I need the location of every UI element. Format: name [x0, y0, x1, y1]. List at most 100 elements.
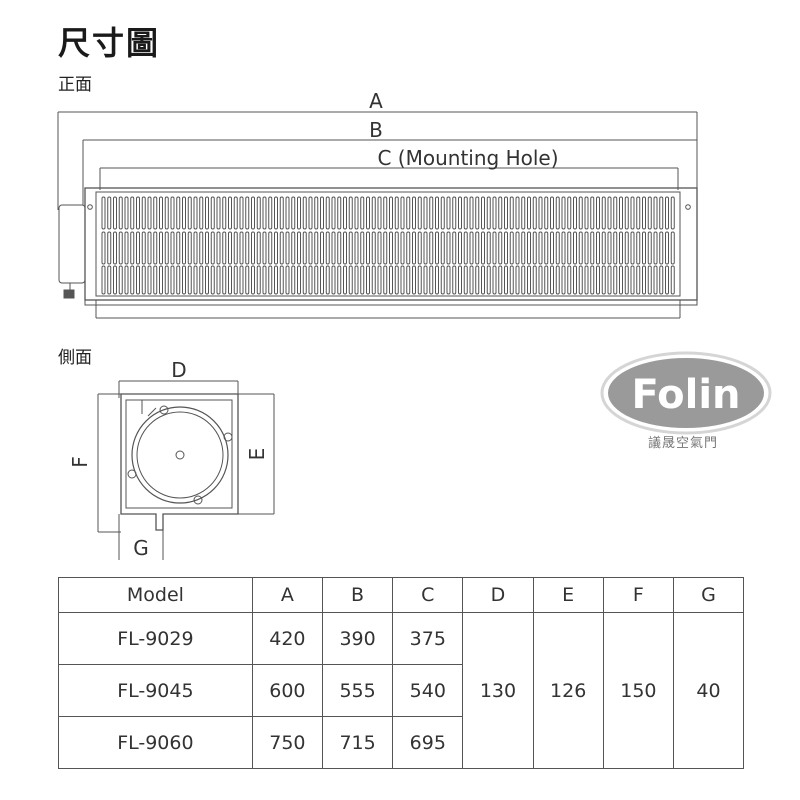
grille-slot [613, 231, 618, 265]
grille-slot [107, 265, 112, 295]
grille-slot [216, 196, 221, 230]
dimension-table: Model A B C D E F G FL-9029 420 390 375 … [58, 577, 745, 769]
side-housing [120, 393, 239, 531]
grille-slot [642, 265, 646, 295]
grille-slot [262, 196, 267, 230]
grille-slot [515, 196, 520, 230]
dim-label-f: F [68, 456, 92, 468]
grille-slot [141, 231, 146, 265]
front-view-label: 正面 [58, 75, 92, 95]
grille-slot [642, 231, 646, 265]
side-housing-inner [125, 399, 233, 509]
folin-logo: Folin [600, 351, 772, 435]
grille-slot [486, 196, 491, 230]
grille-slot [429, 231, 434, 265]
grille-slot [251, 231, 255, 265]
grille-slot [555, 231, 560, 265]
grille-slot [383, 196, 388, 230]
grille-slot [486, 231, 491, 265]
grille-slot [406, 196, 411, 230]
grille-slot [118, 231, 123, 265]
grille-slot [458, 231, 462, 265]
grille-slot [584, 231, 589, 265]
grille-slot [325, 231, 330, 265]
grille-slot [389, 231, 393, 265]
grille-slot [251, 196, 255, 230]
grille-slot [659, 196, 664, 230]
grille-slot [118, 265, 123, 295]
grille-slot [371, 196, 376, 230]
a-cell: 600 [251, 664, 323, 717]
grille-slot [147, 265, 152, 295]
grille-slot [136, 265, 140, 295]
grille-slot [630, 196, 635, 230]
grille-slot [400, 196, 405, 230]
front-grille-frame [95, 191, 681, 297]
grille-slot [498, 265, 503, 295]
grille-slot [325, 265, 330, 295]
grille-slot [446, 231, 451, 265]
grille-slot [239, 231, 244, 265]
grille-slot [463, 265, 468, 295]
grille-slot [124, 196, 129, 230]
front-view [57, 111, 698, 319]
grille-slot [619, 231, 623, 265]
grille-slot [647, 231, 652, 265]
grille-slot [412, 265, 416, 295]
grille-slot [573, 196, 577, 230]
col-f: F [602, 577, 674, 613]
grille-slot [417, 196, 422, 230]
b-cell: 715 [321, 716, 394, 769]
grille-slot [590, 231, 595, 265]
grille-slot [377, 265, 382, 295]
grille-slot [567, 265, 572, 295]
grille-slot [555, 196, 560, 230]
grille-slot [435, 196, 439, 230]
grille-slot [233, 196, 238, 230]
grille-slot [337, 196, 342, 230]
grille-slot [561, 231, 566, 265]
grille-slot [607, 231, 612, 265]
a-cell: 420 [251, 612, 323, 665]
grille-slot [205, 231, 209, 265]
model-cell: FL-9045 [58, 664, 253, 717]
grille-slot [544, 196, 549, 230]
d-cell: 130 [462, 612, 534, 769]
col-a: A [251, 577, 323, 613]
grille-slot [463, 196, 468, 230]
grille-slot [159, 265, 163, 295]
grille-slot [601, 231, 606, 265]
grille-slot [210, 196, 215, 230]
grille-slot [481, 231, 485, 265]
grille-slot [228, 196, 232, 230]
grille-slot [515, 265, 520, 295]
grille-slot [440, 265, 445, 295]
grille-slot [619, 196, 623, 230]
grille-slot [228, 265, 232, 295]
grille-slot [291, 196, 296, 230]
grille-slot [331, 265, 336, 295]
grille-slot [429, 265, 434, 295]
grille-slot [601, 265, 606, 295]
dim-label-c: C (Mounting Hole) [377, 146, 558, 170]
vent-mark [147, 407, 157, 417]
grille-slot [107, 196, 112, 230]
grille-slot [527, 196, 531, 230]
grille-slot [101, 196, 106, 230]
grille-slot [159, 231, 163, 265]
grille-slot [423, 231, 428, 265]
grille-slot [153, 265, 158, 295]
grille-slot [199, 231, 204, 265]
table-row: FL-9029 420 390 375 130 126 150 40 [58, 612, 745, 769]
table-header-row: Model A B C D E F G [58, 577, 745, 613]
fan-shaft [175, 450, 185, 460]
unit-base-edge [84, 299, 698, 306]
grille-slot [550, 265, 554, 295]
grille-slot [544, 265, 549, 295]
grille-slot [285, 265, 290, 295]
grille-slot [302, 265, 307, 295]
grille-slot [607, 196, 612, 230]
grille-slot [285, 231, 290, 265]
grille-slot [233, 265, 238, 295]
grille-slot [371, 231, 376, 265]
